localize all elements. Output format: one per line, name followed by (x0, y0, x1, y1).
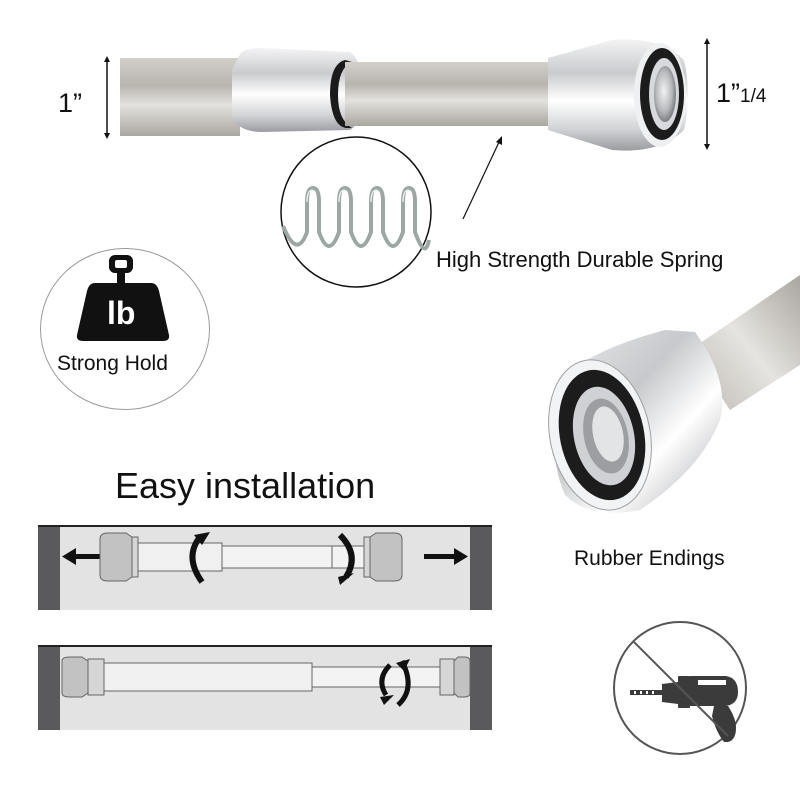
rubber-endings-label: Rubber Endings (574, 547, 725, 570)
prohibition-slash (633, 641, 729, 737)
collar (232, 48, 362, 132)
spring-callout-arrow (462, 139, 501, 220)
spring-label: High Strength Durable Spring (436, 247, 724, 272)
dimension-fraction: 1/4 (740, 86, 767, 107)
step1-illustration (38, 527, 492, 610)
installation-step-2 (38, 645, 492, 730)
strong-hold-label: Strong Hold (57, 352, 168, 375)
rotate-ccw-icon (189, 535, 205, 584)
rubber-end-illustration (548, 275, 800, 513)
step2-illustration (38, 647, 492, 730)
top-rod-illustration (104, 38, 710, 220)
installation-title: Easy installation (115, 465, 376, 506)
arrow-right-icon (424, 548, 468, 565)
wall-right (470, 647, 492, 730)
dimension-main: 1” (716, 78, 741, 108)
installation-step-1 (38, 525, 492, 610)
rotate-twist-icon (379, 659, 411, 707)
rotate-cw-icon (337, 532, 355, 579)
strong-hold-badge: lb Strong Hold (40, 248, 210, 410)
no-drill-icon (613, 621, 747, 755)
no-drill-badge (610, 618, 750, 758)
inner-tube (345, 62, 550, 126)
wall-left (38, 647, 60, 730)
spring-icon (280, 136, 432, 288)
wall-left (38, 527, 60, 610)
dimension-label-right: 1”1/4 (716, 78, 766, 109)
wall-right (470, 527, 492, 610)
weight-icon-text: lb (107, 295, 136, 331)
spring-callout: High Strength Durable Spring (0, 136, 800, 288)
arrow-left-icon (62, 548, 106, 565)
dimension-label-left: 1” (58, 88, 83, 118)
weight-icon (76, 255, 170, 341)
rubber-end-section: Rubber Endings (530, 270, 800, 580)
top-rod-section: 1” 1”1/4 (0, 0, 800, 220)
